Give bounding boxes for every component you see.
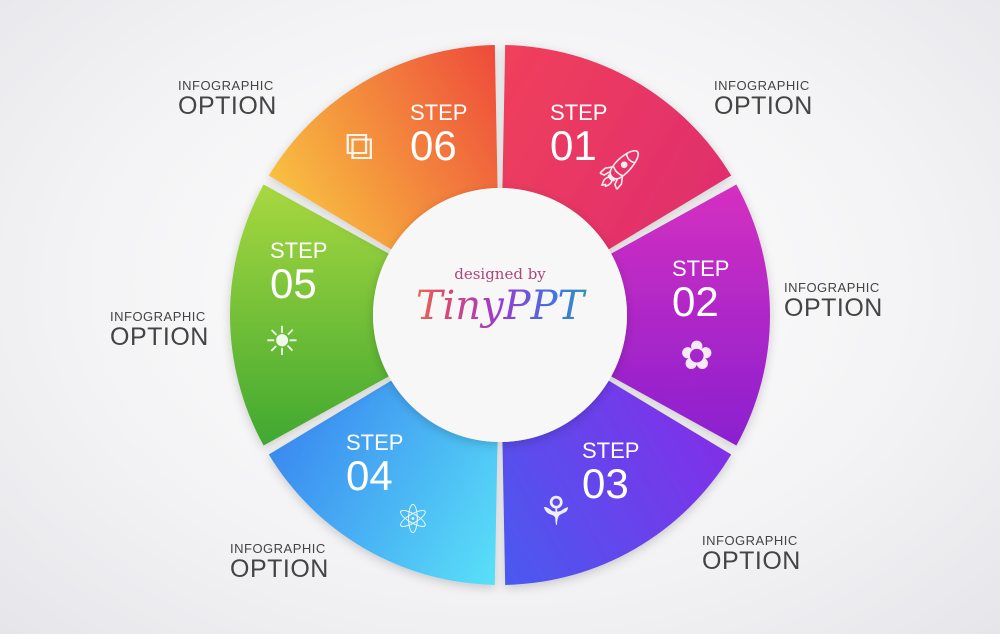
puzzle-knob [458, 100, 493, 135]
step-number: 01 [550, 122, 597, 169]
option-heading: INFOGRAPHIC [784, 280, 880, 295]
step-word: STEP [582, 438, 640, 463]
option-text: OPTION [110, 323, 209, 351]
puzzle-segment-step-05 [230, 184, 389, 446]
puzzle-segment-step-06 [268, 45, 498, 250]
option-text: OPTION [702, 547, 801, 575]
option-heading: INFOGRAPHIC [714, 78, 810, 93]
step-word: STEP [410, 100, 468, 125]
step-number: 03 [582, 460, 629, 507]
option-heading: INFOGRAPHIC [110, 309, 206, 324]
lightbulb-gear-icon: ☀ [264, 320, 300, 364]
step-word: STEP [672, 256, 730, 281]
puzzle-segment-step-02 [611, 184, 770, 446]
puzzle-segment-step-03 [502, 380, 732, 585]
step-number: 02 [672, 278, 719, 325]
option-heading: INFOGRAPHIC [230, 541, 326, 556]
option-text: OPTION [714, 92, 813, 120]
option-heading: INFOGRAPHIC [702, 533, 798, 548]
step-word: STEP [550, 100, 608, 125]
rocket-icon: 🚀︎ [594, 148, 645, 192]
option-text: OPTION [784, 294, 883, 322]
step-number: 06 [410, 122, 457, 169]
logo-brand: TinyPPT [380, 283, 620, 329]
puzzle-segment-step-01 [502, 45, 732, 250]
step-number: 04 [346, 452, 393, 499]
puzzle-icon: ⧉ [345, 124, 374, 168]
logo-tagline: designed by [454, 265, 546, 283]
option-text: OPTION [178, 92, 277, 120]
center-logo: designed by TinyPPT [380, 215, 620, 329]
puzzle-knob [665, 375, 700, 410]
step-word: STEP [270, 238, 328, 263]
option-heading: INFOGRAPHIC [178, 78, 274, 93]
atom-icon: ⚛ [395, 498, 431, 542]
succulent-plant-icon: ⚘ [538, 490, 574, 534]
step-number: 05 [270, 260, 317, 307]
step-word: STEP [346, 430, 404, 455]
center-circle [373, 188, 627, 442]
option-text: OPTION [230, 555, 329, 583]
flower-pot-icon: ✿ [680, 334, 714, 378]
puzzle-knob [324, 417, 359, 452]
